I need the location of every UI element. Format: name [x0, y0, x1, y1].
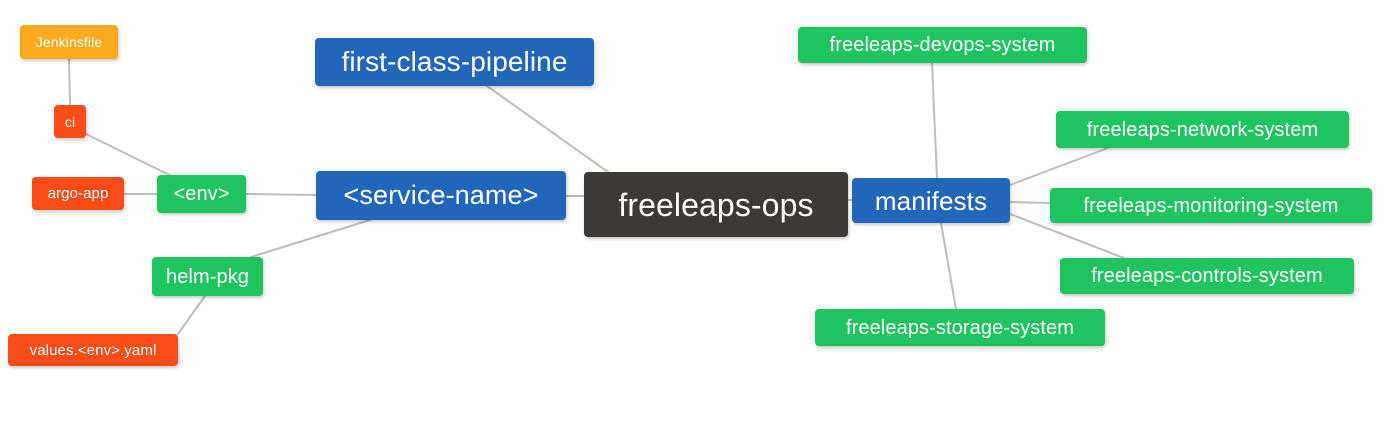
node-freeleaps-storage-system[interactable]: freeleaps-storage-system	[815, 309, 1105, 346]
edge-manifests-to-freeleaps-monitoring-system	[1009, 201, 1051, 204]
node-label-freeleaps-controls-system: freeleaps-controls-system	[1091, 265, 1323, 287]
edge-first-class-pipeline-to-freeleaps-ops	[486, 85, 609, 173]
node-jenkinsfile[interactable]: Jenkinsfile	[20, 25, 118, 59]
node-service-name[interactable]: <service-name>	[316, 171, 566, 220]
edge-manifests-to-freeleaps-network-system	[1009, 147, 1109, 186]
node-label-ci: ci	[64, 113, 76, 130]
node-label-service-name: <service-name>	[343, 180, 539, 210]
edge-env-to-service-name	[245, 193, 317, 196]
edge-manifests-to-freeleaps-devops-system	[931, 62, 938, 179]
node-label-freeleaps-storage-system: freeleaps-storage-system	[845, 316, 1075, 339]
node-freeleaps-network-system[interactable]: freeleaps-network-system	[1056, 111, 1349, 148]
node-label-freeleaps-ops: freeleaps-ops	[618, 186, 814, 223]
node-freeleaps-controls-system[interactable]: freeleaps-controls-system	[1060, 258, 1354, 294]
node-manifests[interactable]: manifests	[852, 178, 1010, 223]
node-freeleaps-devops-system[interactable]: freeleaps-devops-system	[798, 27, 1087, 63]
node-label-first-class-pipeline: first-class-pipeline	[341, 46, 568, 77]
node-label-env: <env>	[173, 183, 230, 205]
edge-values-yaml-to-helm-pkg	[177, 295, 206, 335]
edge-manifests-to-freeleaps-storage-system	[940, 222, 957, 310]
node-label-manifests: manifests	[874, 185, 988, 216]
node-label-jenkinsfile: Jenkinsfile	[35, 34, 103, 50]
node-helm-pkg[interactable]: helm-pkg	[152, 257, 263, 296]
edge-jenkinsfile-to-ci	[68, 58, 71, 106]
node-label-freeleaps-monitoring-system: freeleaps-monitoring-system	[1083, 194, 1339, 217]
node-label-freeleaps-devops-system: freeleaps-devops-system	[829, 34, 1056, 56]
node-label-values-yaml: values.<env>.yaml	[29, 341, 157, 359]
node-freeleaps-monitoring-system[interactable]: freeleaps-monitoring-system	[1050, 188, 1372, 223]
node-freeleaps-ops[interactable]: freeleaps-ops	[584, 172, 848, 237]
node-env[interactable]: <env>	[157, 175, 246, 213]
edge-helm-pkg-to-service-name	[250, 219, 371, 258]
node-label-argo-app: argo-app	[47, 185, 109, 202]
node-label-helm-pkg: helm-pkg	[165, 265, 250, 288]
node-ci[interactable]: ci	[54, 105, 86, 138]
node-label-freeleaps-network-system: freeleaps-network-system	[1086, 118, 1319, 141]
node-values-yaml[interactable]: values.<env>.yaml	[8, 334, 178, 366]
node-first-class-pipeline[interactable]: first-class-pipeline	[315, 38, 594, 86]
node-argo-app[interactable]: argo-app	[32, 177, 124, 210]
